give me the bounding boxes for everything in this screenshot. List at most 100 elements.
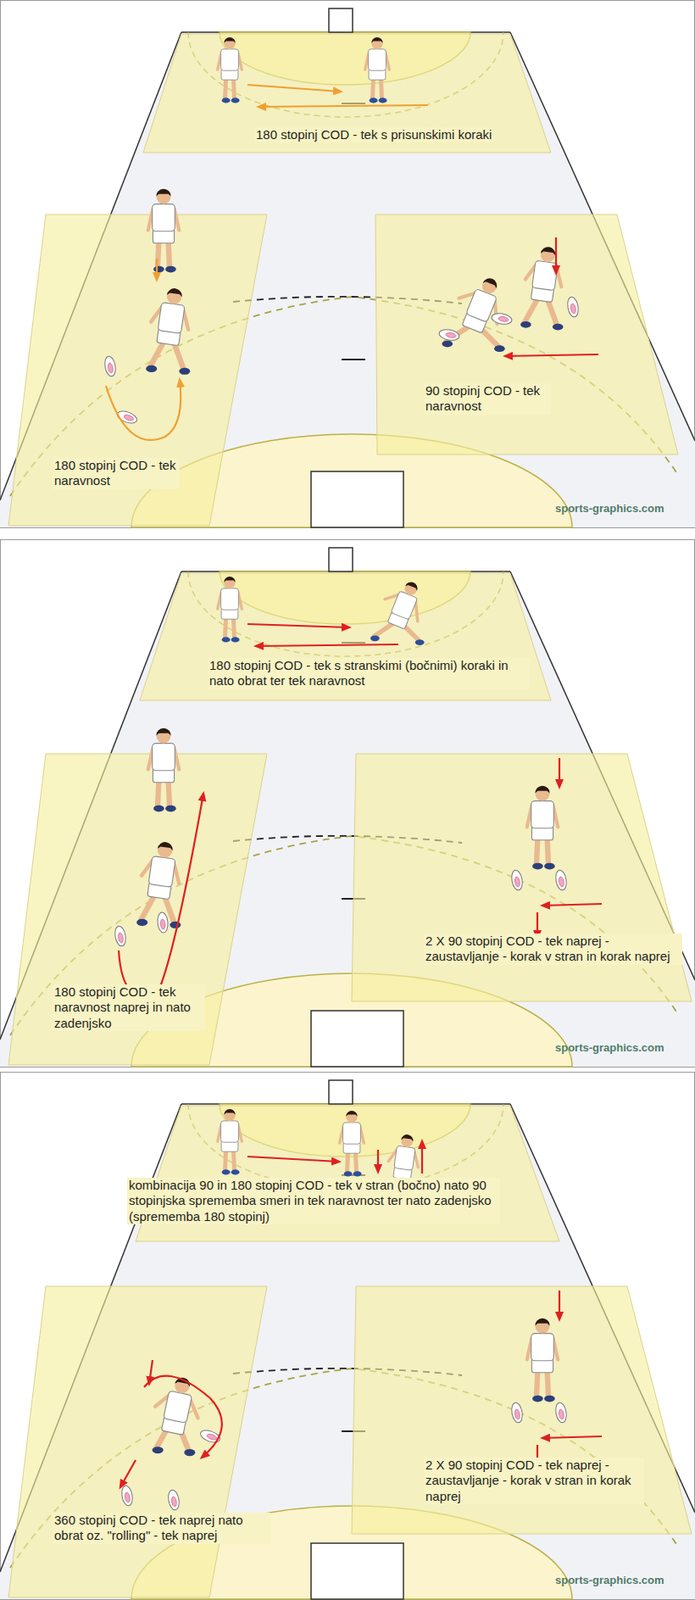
player-head	[400, 1134, 414, 1148]
footprint-mark	[160, 918, 167, 929]
drill-set	[113, 574, 602, 994]
footprint-sole	[199, 1427, 223, 1444]
drill-caption: 90 stopinj COD - tek naravnost	[423, 383, 551, 415]
player-hair	[155, 728, 171, 736]
player-shoe	[178, 367, 190, 375]
player-leg	[372, 77, 374, 99]
footprint	[554, 868, 568, 891]
player-body	[365, 37, 390, 80]
player-shirt	[163, 1390, 193, 1423]
zone-fill	[143, 33, 551, 153]
player-head	[535, 1318, 551, 1334]
player-shoe	[369, 97, 379, 103]
player-hair	[345, 1110, 358, 1117]
footprint-sole	[490, 311, 513, 326]
drill-caption: 180 stopinj COD - tek naravnost	[52, 457, 180, 490]
player-hair	[223, 37, 236, 44]
movement-arrow	[558, 1289, 561, 1319]
player-shoe	[222, 636, 231, 642]
drill-caption: kombinacija 90 in 180 stopinj COD - tek …	[127, 1177, 501, 1224]
footprint-sole	[554, 868, 568, 891]
movement-arrow	[105, 379, 181, 440]
footprint	[103, 355, 117, 378]
goal	[328, 547, 353, 572]
player-leg	[547, 837, 549, 864]
movement-arrow	[255, 644, 399, 646]
goal	[311, 1542, 404, 1599]
player-figure	[365, 37, 390, 104]
drill-set	[103, 37, 599, 440]
player-leg	[173, 341, 184, 369]
player-shoe	[520, 321, 532, 329]
panel-frame	[0, 539, 695, 1068]
footprint-sole	[166, 1488, 181, 1511]
player-leg	[225, 1149, 227, 1170]
player-shoe	[544, 1395, 556, 1402]
player-shoe	[384, 1195, 394, 1201]
player-shirt	[152, 743, 176, 771]
player-leg	[140, 895, 155, 920]
player-figure	[148, 189, 179, 273]
footprint-mark	[171, 1495, 178, 1507]
player-body	[377, 574, 431, 633]
penalty-mark	[341, 358, 366, 361]
player-shirt	[221, 588, 240, 610]
movement-arrow	[558, 757, 561, 787]
player-shirt	[152, 204, 176, 232]
player-leg	[168, 779, 170, 807]
movement-arrow	[120, 1459, 136, 1487]
player-head	[535, 786, 551, 801]
zone-fill	[8, 1285, 267, 1597]
player-head	[223, 1109, 235, 1121]
player-shirt	[148, 856, 176, 888]
player-shoe	[165, 805, 177, 812]
footprint-mark	[558, 876, 566, 888]
footprint-sole	[511, 1465, 526, 1488]
player-body	[522, 244, 568, 303]
player-leg	[406, 1176, 415, 1198]
player-hair	[155, 189, 171, 197]
footprint	[511, 1465, 526, 1488]
player-shoe	[152, 1445, 164, 1453]
player-shoe	[378, 97, 388, 103]
footprint	[120, 1484, 134, 1507]
player-body	[339, 1110, 365, 1153]
footprint-sole	[113, 924, 128, 947]
player-body	[148, 285, 195, 347]
player-shoe	[552, 323, 564, 331]
footprint-sole	[120, 1484, 134, 1507]
movement-arrow	[149, 1359, 153, 1384]
player-leg	[150, 341, 164, 367]
footprint	[166, 1488, 181, 1511]
player-shoe	[145, 365, 157, 373]
player-hair	[405, 579, 420, 590]
goal	[328, 1079, 353, 1104]
goal	[311, 1010, 404, 1067]
footprint	[490, 311, 513, 326]
player-leg	[547, 298, 557, 325]
player-figure	[148, 728, 179, 812]
movement-arrow	[144, 1375, 223, 1457]
zone-fill	[8, 753, 267, 1065]
zone-fill	[351, 753, 692, 1001]
movement-arrow	[258, 105, 429, 107]
court	[0, 539, 695, 1068]
court-floor	[0, 1103, 695, 1599]
player-figure	[384, 1132, 423, 1203]
player-shoe	[165, 266, 177, 273]
movement-arrow	[555, 237, 557, 273]
player-head	[156, 189, 172, 205]
panel-frame	[0, 1072, 695, 1600]
drill-zone: 180 stopinj COD - tek s stranskimi (bočn…	[139, 572, 551, 701]
footprint-sole	[510, 1401, 524, 1424]
player-shoe	[169, 921, 181, 929]
player-shoe	[344, 1170, 353, 1176]
player-figure	[217, 576, 243, 643]
drill-caption: 360 stopinj COD - tek naprej nato obrat …	[52, 1512, 271, 1544]
panel-frame	[0, 0, 695, 529]
player-hair	[166, 287, 184, 297]
player-shoe	[544, 862, 556, 870]
player-leg	[233, 617, 234, 638]
goal	[328, 8, 353, 33]
